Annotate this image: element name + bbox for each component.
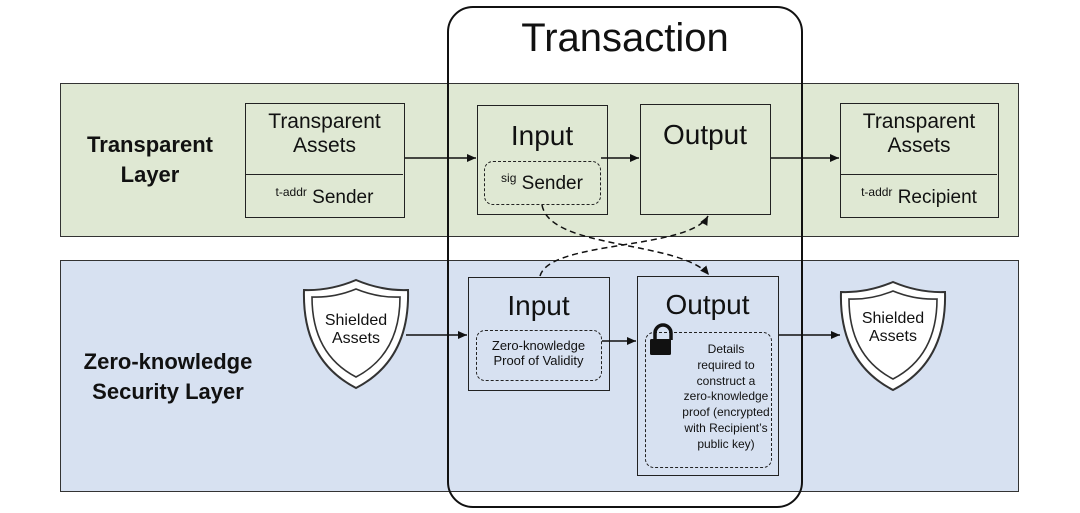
recipient-assets-divider [841, 174, 997, 175]
zero-knowledge-proof: Zero-knowledge Proof of Validity [476, 330, 602, 381]
transparent-output-box: Output [640, 104, 771, 215]
zk-output-box: Output [637, 276, 779, 476]
right-shield-label: Shielded Assets [861, 310, 925, 346]
sender-address: t-addr Sender [275, 185, 374, 208]
encrypted-details-line: construct a [696, 373, 756, 388]
transparent-output-title: Output [662, 119, 748, 150]
zk-input-title: Input [507, 290, 570, 321]
sender-assets-title: Transparent Assets [268, 110, 381, 158]
sender-signature-label: sig Sender [501, 171, 583, 194]
encrypted-details-line: with Recipient’s [684, 420, 768, 435]
encrypted-details-line: public key) [697, 436, 755, 451]
zk-layer-label: Zero-knowledge Security Layer [83, 349, 253, 404]
zk-output-title: Output [665, 289, 750, 320]
transparent-layer-label: Transparent Layer [87, 132, 213, 187]
shield-icon [839, 280, 947, 392]
encrypted-details-line: Details [707, 342, 745, 356]
encrypted-details-line: zero-knowledge [683, 389, 769, 404]
recipient-transparent-assets: Transparent Assets t-addr Recipient [840, 103, 999, 218]
encrypted-details-line: required to [697, 357, 755, 372]
recipient-assets-title: Transparent Assets [862, 110, 976, 158]
transparent-input-box: Input [477, 105, 608, 215]
sender-transparent-assets: Transparent Assets t-addr Sender [245, 103, 405, 218]
sender-assets-divider [246, 174, 403, 175]
transparent-input-title: Input [510, 120, 574, 151]
shield-icon [302, 278, 410, 390]
encrypted-details-line: proof (encrypted [682, 405, 770, 420]
arrow-sender-sig-to-zk-output [541, 204, 710, 276]
zero-knowledge-proof-label: Zero-knowledge Proof of Validity [491, 338, 586, 368]
arrow-zk-input-to-transparent-output [539, 215, 709, 277]
transaction-frame [447, 6, 803, 508]
zk-input-box: Input [468, 277, 610, 391]
left-shield-label: Shielded Assets [324, 312, 388, 348]
recipient-address: t-addr Recipient [861, 185, 977, 208]
sender-signature: sig Sender [484, 161, 601, 205]
transaction-title: Transaction [521, 16, 729, 60]
